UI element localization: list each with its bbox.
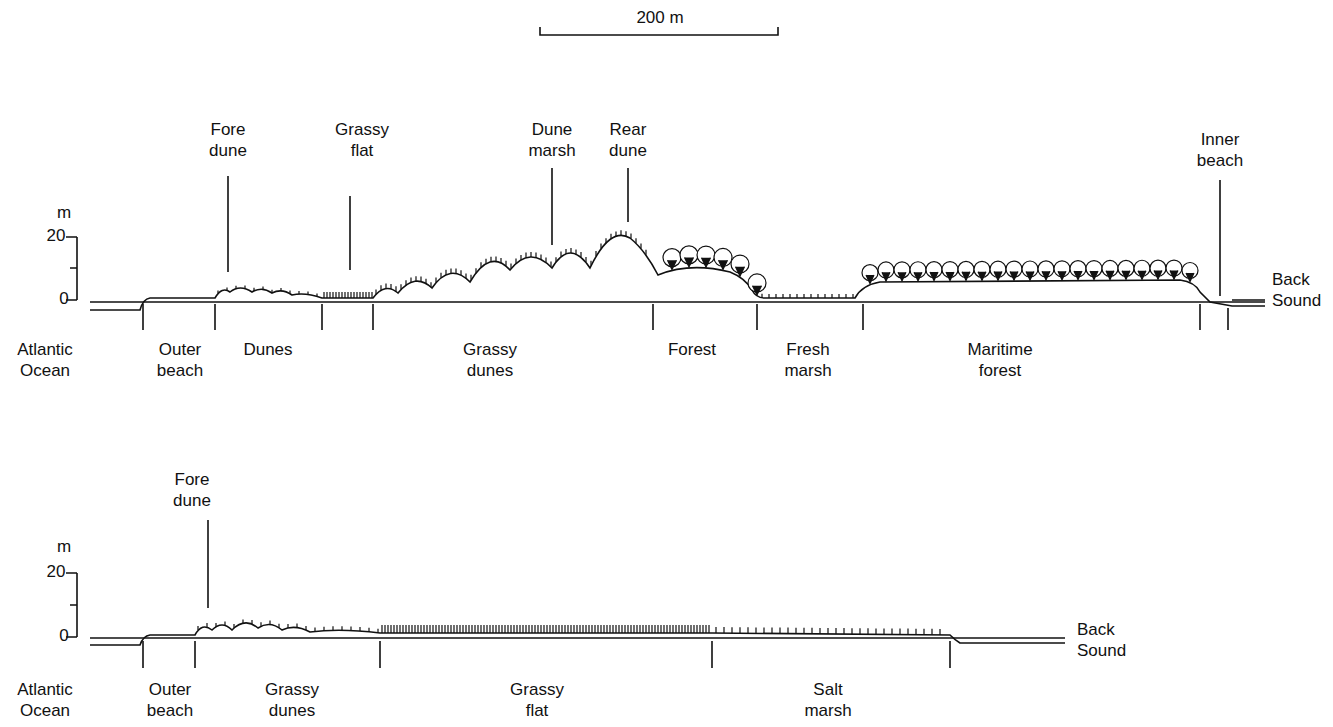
leader-line: [207, 520, 209, 608]
tree-trunk: [702, 258, 711, 267]
profile-label: Back Sound: [1272, 270, 1321, 311]
tree-trunk: [1170, 270, 1178, 279]
profile-label: 20: [47, 226, 66, 247]
tree-trunk: [930, 272, 938, 281]
tree-trunk: [719, 260, 728, 269]
profile-label: Outer beach: [147, 680, 193, 721]
grass-strokes: [382, 625, 709, 633]
profile-label: m: [57, 203, 71, 224]
tree-trunk: [1122, 271, 1130, 280]
tree-trunk: [1074, 271, 1082, 280]
tree-trunk: [946, 272, 954, 281]
grass-strokes: [716, 627, 940, 635]
profile-label: Atlantic Ocean: [17, 680, 73, 721]
grass-strokes: [762, 294, 853, 298]
grass-strokes: [218, 286, 317, 297]
grass-strokes: [376, 230, 646, 294]
profile-label: Atlantic Ocean: [17, 340, 73, 381]
line-work: [66, 27, 1265, 668]
profile-label: 0: [59, 289, 68, 310]
vegetation-texture: [198, 230, 1198, 635]
tree-trunk: [994, 272, 1002, 281]
tree-trunk: [736, 267, 745, 276]
island-profile: [90, 235, 1265, 310]
profile-label: Forest: [668, 340, 716, 361]
tree-trunk: [1058, 271, 1066, 280]
grass-strokes: [324, 292, 372, 298]
zone-ticks: [143, 641, 950, 668]
profile-label: Outer beach: [157, 340, 203, 381]
tree-trunk: [668, 260, 677, 269]
tree-trunk: [978, 272, 986, 281]
profile-label: Back Sound: [1077, 620, 1126, 661]
profile-label: 200 m: [636, 8, 683, 29]
tree-trunk: [1090, 271, 1098, 280]
profile-label: m: [57, 537, 71, 558]
profile-label: 0: [59, 626, 68, 647]
sea-level-line: [90, 300, 1265, 302]
profile-label: Grassy flat: [510, 680, 564, 721]
profile-label: Salt marsh: [804, 680, 851, 721]
tree-trunk: [1042, 271, 1050, 280]
tree-trunk: [882, 272, 890, 281]
tree-trunk: [753, 286, 762, 295]
zone-ticks: [143, 304, 1228, 330]
tree-trunk: [866, 275, 874, 284]
profile-label: Fore dune: [173, 470, 211, 511]
tree-trunk: [1138, 271, 1146, 280]
profile-label: Rear dune: [609, 120, 647, 161]
profile-label: Grassy dunes: [265, 680, 319, 721]
tree-trunk: [898, 272, 906, 281]
tree-trunk: [1186, 273, 1194, 282]
tree-trunk: [1154, 271, 1162, 280]
leader-lines: [228, 168, 1220, 296]
profile-label: Dunes: [243, 340, 292, 361]
sea-level-line: [90, 637, 1065, 639]
profile-label: Fresh marsh: [784, 340, 831, 381]
tree-trunk: [962, 272, 970, 281]
grass-strokes: [198, 619, 378, 632]
profile-label: Inner beach: [1197, 130, 1243, 171]
tree-trunk: [1010, 272, 1018, 281]
profile-label: Grassy dunes: [463, 340, 517, 381]
profile-label: Dune marsh: [528, 120, 575, 161]
tree-trunk: [914, 272, 922, 281]
tree-trunk: [1106, 271, 1114, 280]
profile-label: 20: [47, 562, 66, 583]
island-profile: [90, 623, 1065, 645]
tree-trunk: [1026, 271, 1034, 280]
profile-label: Fore dune: [209, 120, 247, 161]
profile-label: Grassy flat: [335, 120, 389, 161]
profile-label: Maritime forest: [967, 340, 1032, 381]
scale-bar: [540, 27, 778, 35]
tree-trunk: [685, 258, 694, 267]
